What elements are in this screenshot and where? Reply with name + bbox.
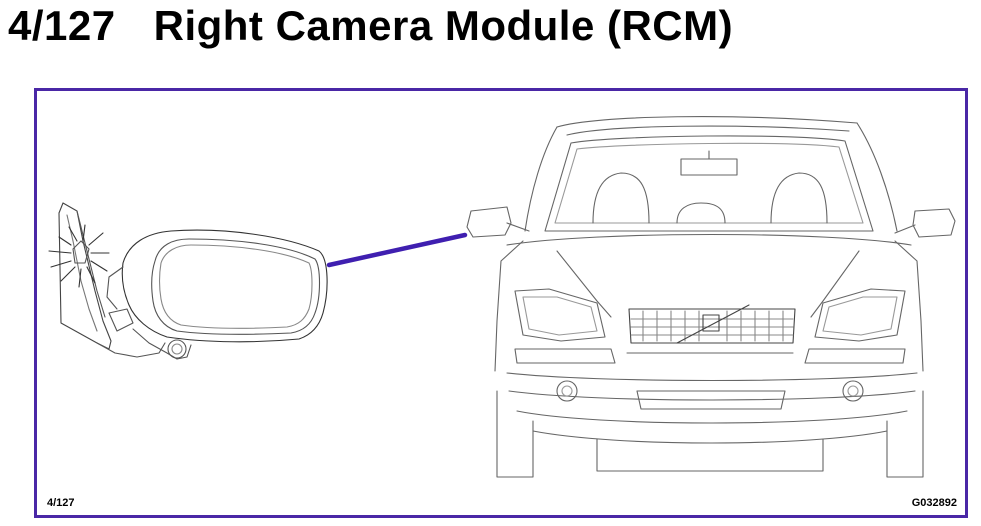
camera-flash	[48, 224, 110, 288]
car-front-view	[466, 116, 956, 478]
mirror-detail	[58, 202, 328, 360]
title-text: Right Camera Module (RCM)	[153, 2, 734, 49]
figure-code-label: 4/127	[47, 497, 75, 509]
page-title: 4/127 Right Camera Module (RCM)	[8, 2, 733, 50]
leader-line	[326, 232, 468, 268]
diagram-frame: 4/127 G032892	[34, 88, 968, 518]
diagram-canvas	[48, 116, 956, 478]
title-code: 4/127	[8, 2, 116, 49]
graphic-id-label: G032892	[911, 497, 957, 509]
